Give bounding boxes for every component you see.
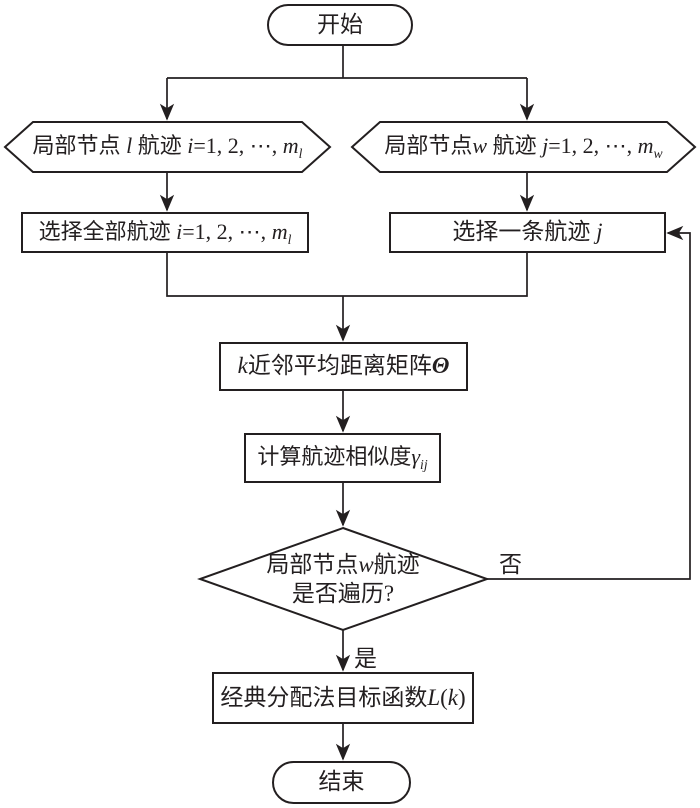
edge-merge-bar [166,252,528,297]
end-terminal-label: 结束 [273,762,410,803]
start-text: 开始 [317,11,363,37]
similarity-label: 计算航迹相似度γij [245,434,440,482]
objective-text: 经典分配法目标函数L(k) [220,684,466,710]
knn-matrix-text: k近邻平均距离矩阵Θ [237,353,450,379]
label-yes: 是 [354,646,377,671]
hexagon-left-shape [3,121,332,173]
select-one-label: 选择一条航迹 j [390,213,665,252]
hex-left-text: 局部节点 l 航迹 i=1, 2, ⋯, ml [32,133,303,161]
select-one-rect-shape [389,212,666,253]
decision-diamond-shape [197,526,490,632]
hex-right-text: 局部节点w 航迹 j=1, 2, ⋯, mw [384,133,663,161]
label-no: 否 [499,552,522,577]
similarity-text: 计算航迹相似度γij [257,444,428,472]
decision-line2: 是否遍历? [291,581,395,606]
decision-label: 局部节点w航迹 是否遍历? [223,541,463,619]
objective-label: 经典分配法目标函数L(k) [213,673,473,723]
objective-rect-shape [212,672,474,724]
end-text: 结束 [318,769,365,795]
similarity-rect-shape [244,433,441,483]
end-terminal-shape [272,761,411,804]
select-all-label: 选择全部航迹 i=1, 2, ⋯, ml [22,213,308,252]
hexagon-right-shape [350,121,697,173]
select-all-rect-shape [21,212,309,253]
decision-line1: 局部节点w航迹 [266,552,420,578]
start-terminal-label: 开始 [268,5,412,45]
select-all-text: 选择全部航迹 i=1, 2, ⋯, ml [38,218,292,247]
hexagon-right-label: 局部节点w 航迹 j=1, 2, ⋯, mw [352,122,695,172]
start-terminal-shape [267,4,413,46]
knn-matrix-label: k近邻平均距离矩阵Θ [220,343,467,390]
edge-decision-no-loop [487,225,691,580]
select-one-text: 选择一条航迹 j [452,219,603,245]
hexagon-left-label: 局部节点 l 航迹 i=1, 2, ⋯, ml [5,122,330,172]
knn-matrix-rect-shape [219,342,468,391]
